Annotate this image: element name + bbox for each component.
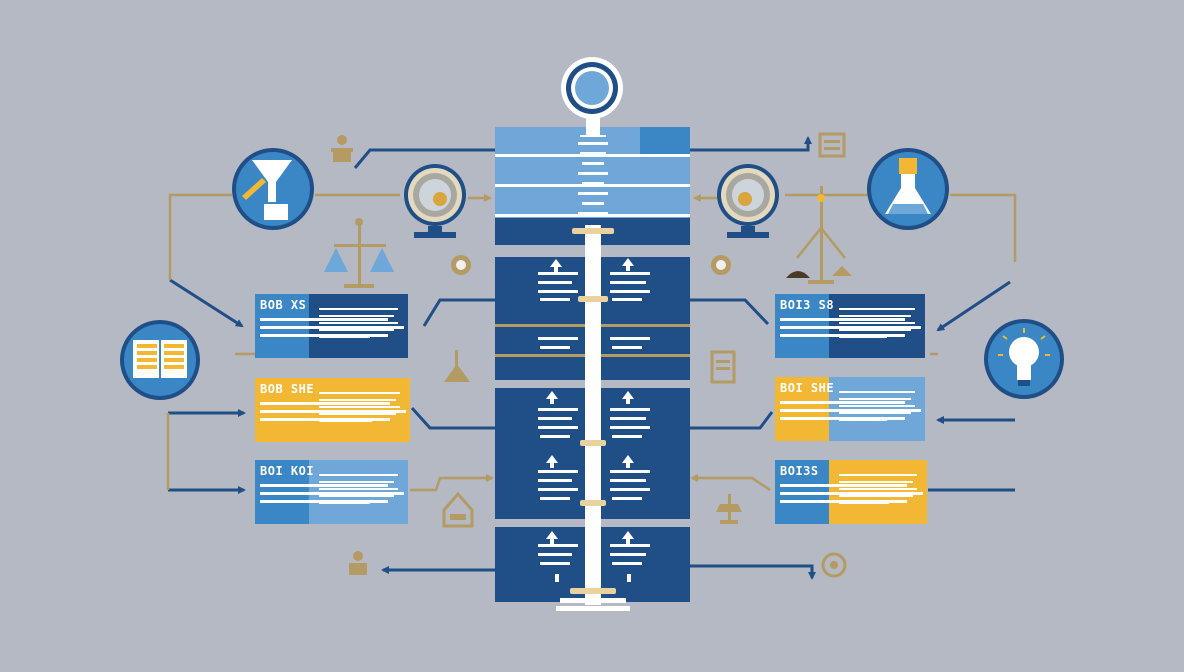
info-card-left-2: BOB SHE (255, 378, 410, 442)
building-icon (818, 132, 846, 158)
connector (168, 193, 232, 280)
info-card-left-3: BOI KOI (255, 460, 408, 524)
connector (169, 278, 244, 328)
open-book-icon (120, 320, 200, 400)
balance-small-icon (716, 494, 742, 524)
globe-lens-icon (717, 164, 779, 238)
connector (410, 474, 494, 492)
up-arrow-icon (546, 455, 558, 468)
connector (950, 193, 1017, 262)
balance-scale-icon (786, 186, 852, 284)
connector (690, 474, 771, 492)
badge-icon (821, 552, 847, 578)
house-icon (442, 491, 474, 528)
info-card-left-1: BOB XS (255, 294, 408, 358)
connector (690, 136, 812, 152)
central-column (495, 57, 690, 611)
up-arrow-icon (546, 531, 558, 544)
connector (690, 564, 816, 580)
pyramid-icon (444, 350, 470, 382)
up-arrow-icon (622, 531, 634, 544)
info-card-right-2: BOI SHE (775, 377, 925, 441)
connector (422, 298, 495, 327)
people-icon (349, 551, 367, 575)
card-title: BOI SHE (780, 381, 835, 395)
up-arrow-icon (622, 391, 634, 404)
info-card-right-3: BOI3S (775, 460, 927, 524)
decorative-icons (331, 132, 847, 578)
card-title: BOI3S (780, 464, 819, 478)
connector (410, 406, 495, 430)
gear-badge-icon (451, 255, 471, 275)
people-icon (331, 135, 353, 162)
column-up-arrows (546, 258, 634, 582)
connector (690, 411, 774, 430)
connector (353, 148, 495, 169)
card-title: BOI KOI (260, 464, 315, 478)
up-arrow-icon (546, 391, 558, 404)
balance-scale-icon (324, 218, 394, 288)
lightbulb-icon (984, 319, 1064, 399)
connector (690, 298, 770, 326)
connector (936, 280, 1011, 332)
info-card-right-1: BOI3 S8 (775, 294, 925, 358)
gear-badge-icon (711, 255, 731, 275)
card-title: BOI3 S8 (780, 298, 835, 312)
up-arrow-icon (622, 258, 634, 271)
funnel-flask-icon (232, 148, 314, 230)
magnifier-icon (561, 57, 623, 135)
central-spine (556, 135, 630, 611)
card-title: BOB XS (260, 298, 307, 312)
connectors (166, 136, 1017, 580)
beaker-icon (867, 148, 949, 230)
column-list-rows (538, 272, 650, 565)
card-title: BOB SHE (260, 382, 315, 396)
document-stack-icon (710, 350, 736, 384)
globe-lens-icon (404, 164, 466, 238)
up-arrow-icon (622, 455, 634, 468)
up-arrow-icon (550, 259, 562, 272)
